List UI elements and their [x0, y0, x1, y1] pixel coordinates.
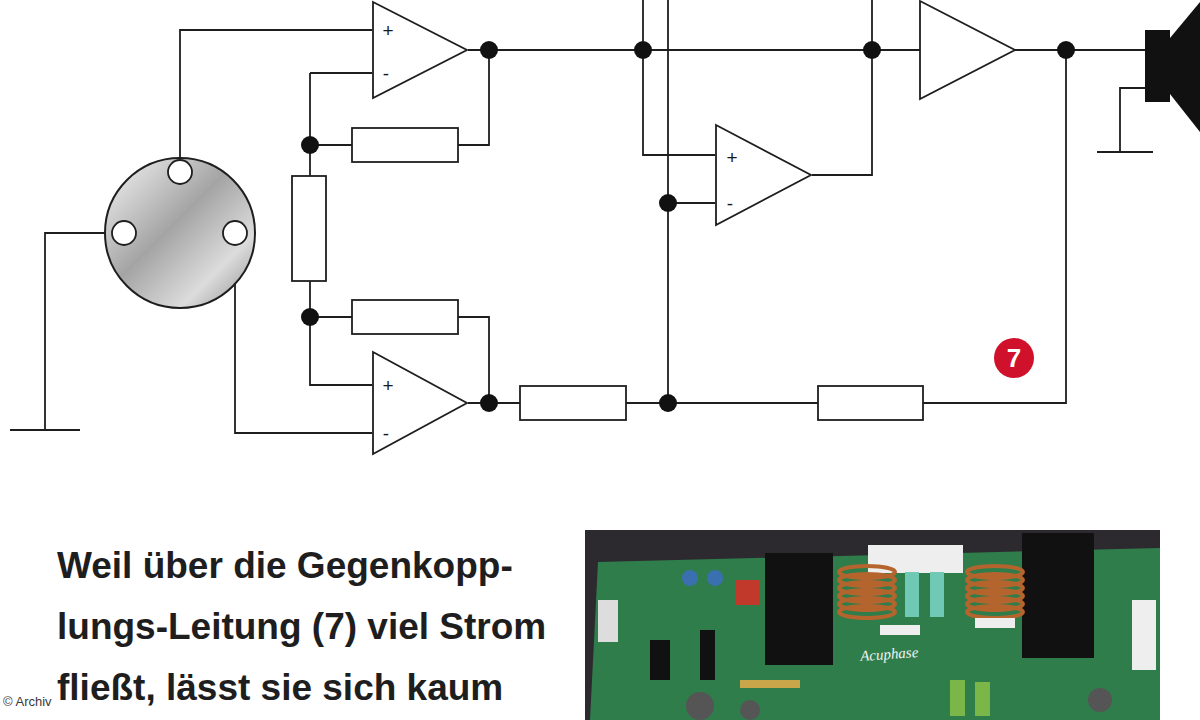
pcb-photo — [735, 580, 760, 605]
resistor-symbol — [352, 300, 458, 334]
junction-dot — [634, 41, 652, 59]
pin-sign: - — [383, 64, 389, 83]
opamp-outline — [372, 1, 468, 99]
wire — [10, 0, 1153, 433]
pcb-photo — [839, 566, 1023, 618]
wire — [309, 73, 311, 176]
pcb-photo — [839, 606, 895, 618]
speaker-symbol — [1170, 2, 1200, 132]
pcb-photo — [975, 682, 990, 716]
pcb-photo — [700, 630, 715, 680]
resistor-symbol — [818, 386, 923, 420]
xlr-connector — [112, 221, 136, 245]
wire — [1015, 49, 1145, 51]
caption: Weil über die Gegenkopp- lungs-Leitung (… — [57, 535, 582, 718]
resistor-symbol — [292, 128, 923, 420]
wire — [458, 50, 489, 145]
pcb-photo — [650, 640, 670, 680]
pcb-photo — [880, 625, 920, 635]
opamp-symbol: +- — [372, 351, 468, 455]
pcb-photo — [740, 680, 800, 688]
xlr-connector — [223, 221, 247, 245]
resistor-symbol — [352, 128, 458, 162]
wire — [667, 0, 669, 203]
callout-number: 7 — [994, 338, 1034, 378]
pcb-photo — [1132, 600, 1156, 670]
opamp-symbol: +- — [372, 1, 468, 99]
pcb-photo — [686, 692, 714, 720]
pcb-photo — [765, 553, 833, 665]
pin-sign: - — [383, 424, 389, 443]
pcb-photo — [1088, 688, 1112, 712]
pcb-photo — [950, 680, 965, 716]
pcb-photo — [905, 572, 919, 617]
ground-symbol — [1097, 151, 1153, 153]
resistor-symbol — [520, 386, 626, 420]
ground-symbol — [10, 429, 80, 431]
watermark: © Archiv — [3, 694, 52, 709]
signal-wire — [468, 203, 715, 403]
pin-sign: + — [726, 148, 737, 167]
pin-sign: + — [382, 21, 393, 40]
pcb-photo — [585, 530, 1160, 720]
opamp-symbol: +- — [715, 124, 812, 226]
pcb-photo — [682, 570, 698, 586]
junction-dot — [659, 394, 677, 412]
junction-dot — [301, 136, 319, 154]
xlr-connector — [105, 158, 255, 308]
junction-dot — [301, 308, 319, 326]
junction-dot — [863, 41, 881, 59]
pcb-photo — [975, 618, 1015, 628]
pin-sign: + — [382, 376, 393, 395]
amplifier-symbol — [920, 1, 1015, 99]
pin-sign: - — [727, 194, 733, 213]
pcb-photo — [740, 700, 760, 720]
wire — [310, 72, 372, 74]
wire — [1120, 88, 1145, 152]
junction-dot — [480, 394, 498, 412]
wire — [668, 402, 818, 404]
wire — [45, 233, 112, 430]
junction-dot — [301, 41, 1075, 412]
wire — [812, 0, 872, 175]
pcb-photo — [967, 606, 1023, 618]
resistor-symbol — [292, 176, 326, 281]
junction-dot — [1057, 41, 1075, 59]
xlr-connector — [168, 160, 192, 184]
wire — [458, 317, 489, 403]
pcb-photo — [585, 530, 1160, 720]
speaker-symbol — [1145, 30, 1170, 102]
opamp-outline — [373, 352, 467, 454]
opamp-outline — [373, 2, 467, 98]
junction-dot — [659, 194, 677, 212]
junction-dot — [480, 41, 498, 59]
speaker-symbol — [1145, 2, 1200, 132]
opamp-outline — [716, 125, 811, 225]
wire — [923, 50, 1066, 403]
signal-wire — [468, 50, 715, 155]
wire — [180, 30, 372, 160]
pcb-photo — [1022, 533, 1094, 658]
pcb-photo — [598, 600, 618, 642]
callout-number-text: 7 — [1007, 345, 1021, 371]
pcb-photo — [707, 570, 723, 586]
board-brand-text: Acuphase — [859, 644, 918, 665]
pcb-photo — [930, 572, 944, 617]
xlr-connector — [105, 158, 255, 308]
